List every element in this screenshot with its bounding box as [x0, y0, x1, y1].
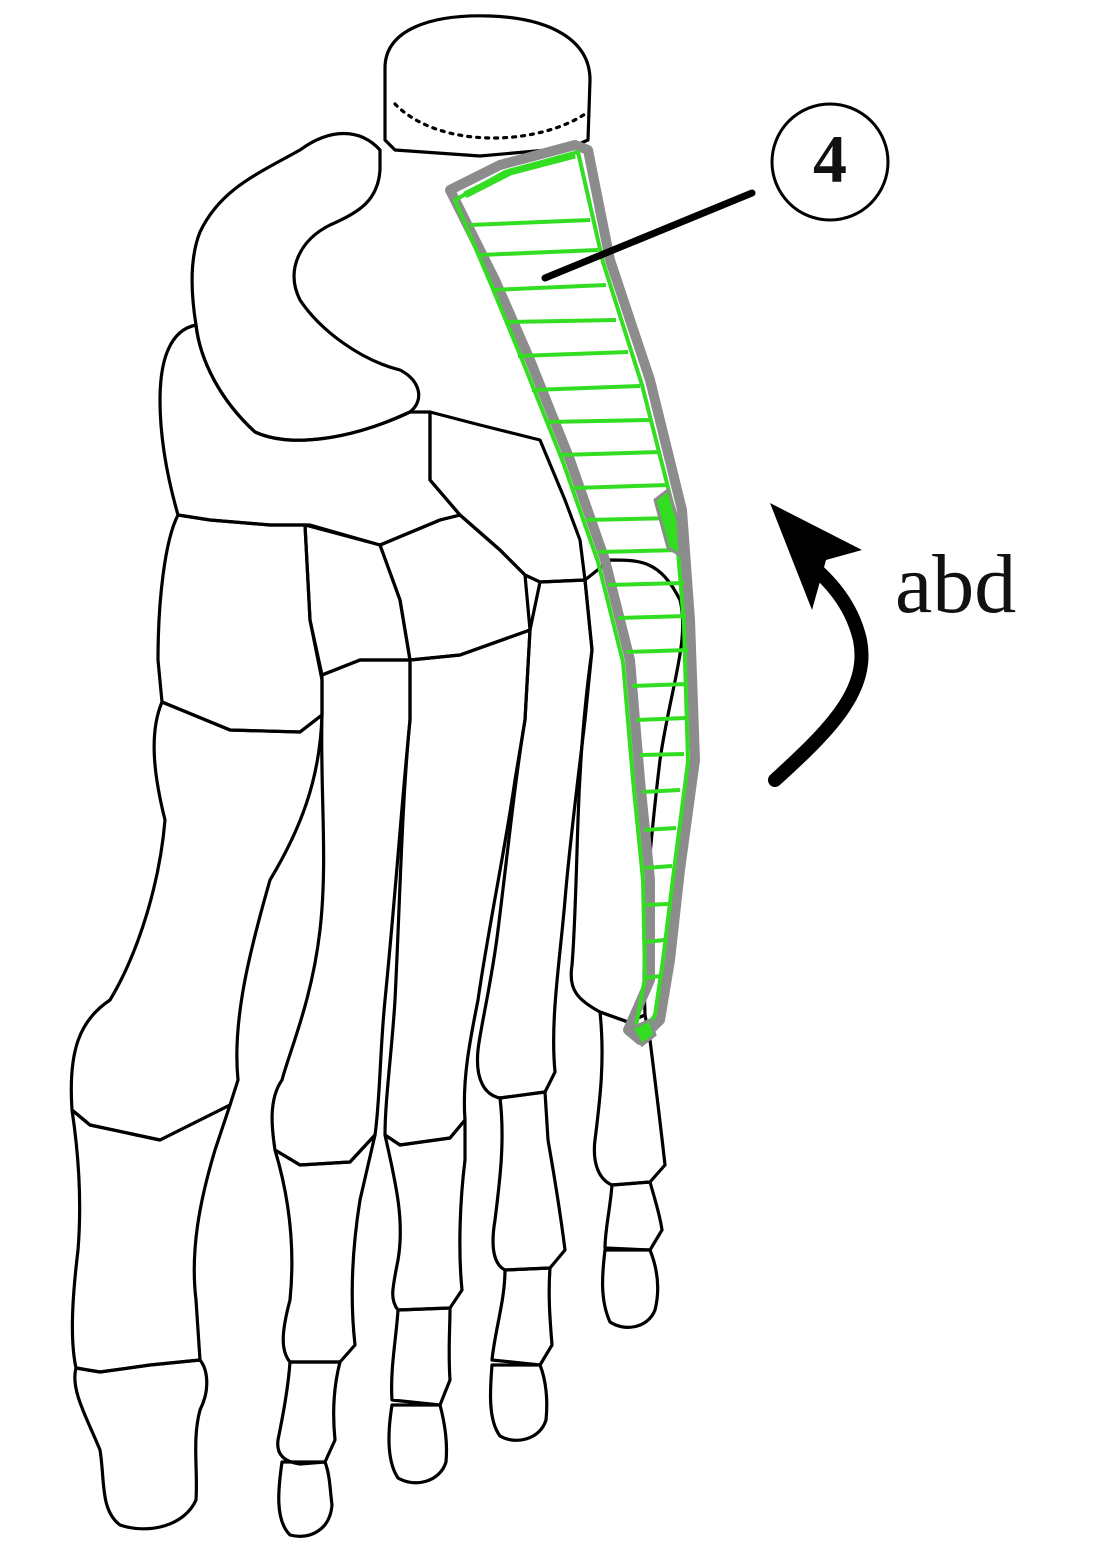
callout-circle: [770, 102, 890, 222]
intermediate-cuneiform: [303, 523, 412, 677]
calcaneus-base-dotted: [393, 102, 590, 140]
toe-2-distal-phalanx: [277, 1460, 334, 1538]
abduction-indicator: abd: [768, 503, 1016, 787]
toe-5-distal-phalanx: [600, 1248, 660, 1329]
toe-3-distal-phalanx: [387, 1403, 449, 1485]
callout-4: 4: [541, 102, 890, 282]
muscle-border-grey: [445, 140, 700, 1045]
navicular: [158, 323, 462, 547]
muscle-hatching: [469, 218, 689, 980]
talus: [190, 131, 421, 442]
metatarsal-2: [270, 658, 412, 1167]
metatarsal-4: [475, 578, 594, 1100]
toe-2-middle-phalanx: [276, 1360, 342, 1466]
curved-arrow-up-icon: [768, 553, 869, 787]
lateral-cuneiform: [378, 513, 532, 662]
foot-bones: [69, 14, 685, 1538]
metatarsal-1: [69, 700, 324, 1142]
toe-4-distal-phalanx: [488, 1363, 549, 1442]
metatarsal-3: [383, 628, 532, 1147]
toe-5-middle-phalanx: [603, 1180, 664, 1252]
toe-4-proximal-phalanx: [491, 1090, 567, 1272]
calcaneus: [383, 14, 592, 158]
muscle-origin-mark: [463, 151, 576, 199]
muscle-belly-mark: [653, 487, 682, 558]
callout-number: 4: [813, 121, 847, 197]
movement-label: abd: [895, 538, 1016, 631]
medial-cuneiform: [156, 513, 324, 734]
toe-3-middle-phalanx: [390, 1306, 452, 1407]
toe-5-proximal-phalanx: [592, 1010, 667, 1187]
callout-leader-line: [541, 189, 756, 282]
toe-4-middle-phalanx: [490, 1266, 554, 1367]
hallux-proximal-phalanx: [70, 1103, 232, 1374]
hallux-distal-phalanx: [73, 1358, 209, 1531]
toe-3-proximal-phalanx: [383, 1118, 467, 1312]
arrow-head-icon: [770, 503, 862, 610]
toe-2-proximal-phalanx: [273, 1133, 377, 1364]
abductor-digiti-minimi-muscle: [445, 140, 700, 1048]
muscle-insertion-mark: [629, 1017, 657, 1048]
